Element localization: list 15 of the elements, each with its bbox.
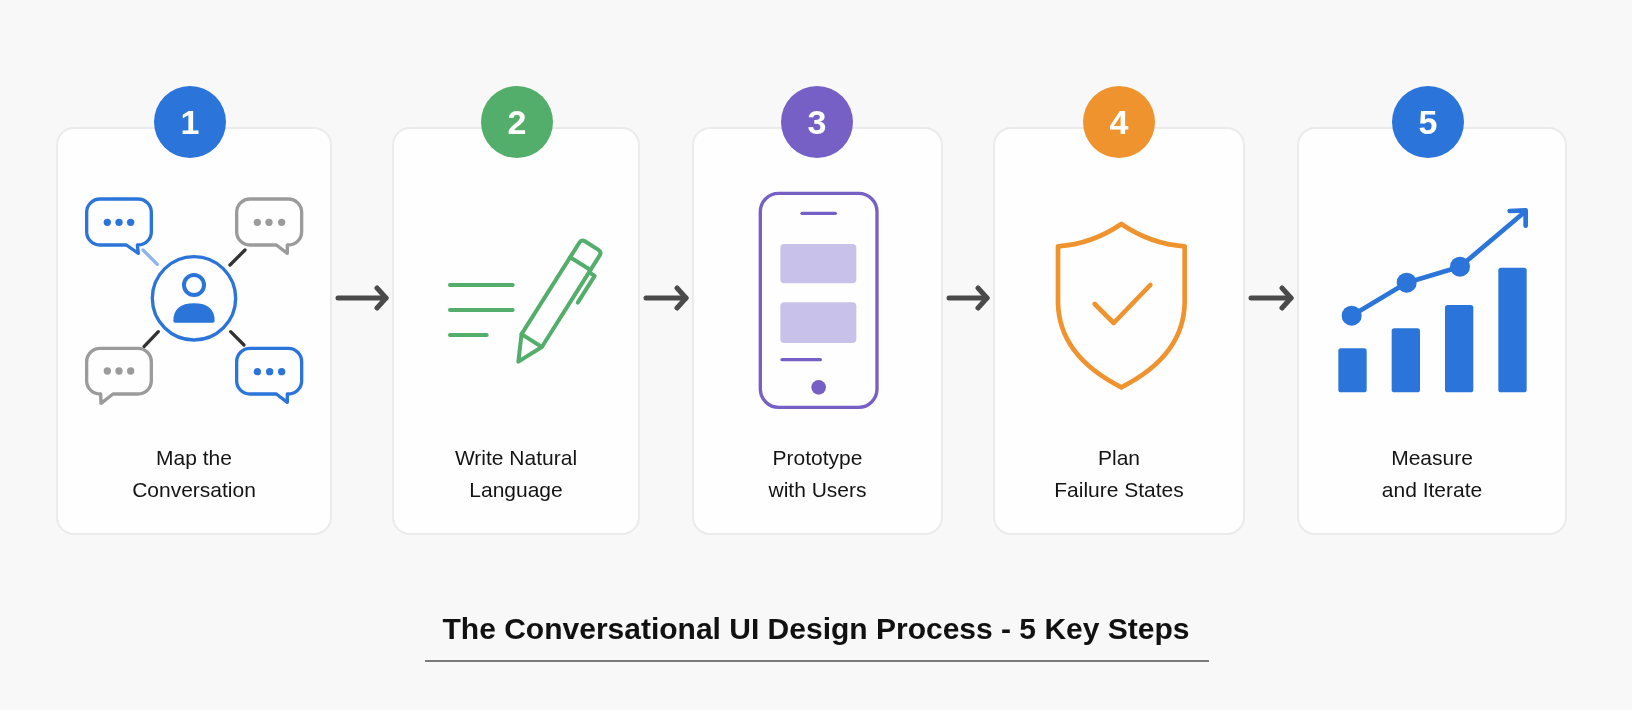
step-number-badge: 1 bbox=[154, 86, 226, 158]
step-label: Prototype with Users bbox=[768, 445, 867, 503]
arrow bbox=[1248, 285, 1294, 311]
step-label: Measure and Iterate bbox=[1381, 445, 1483, 503]
step-label: Map the Conversation bbox=[132, 445, 256, 503]
step-label: Plan Failure States bbox=[1054, 445, 1184, 503]
step-number-badge: 4 bbox=[1083, 86, 1155, 158]
step-number-badge: 5 bbox=[1392, 86, 1464, 158]
step-number-badge: 2 bbox=[481, 86, 553, 158]
arrow bbox=[643, 285, 689, 311]
step-number-badge: 3 bbox=[781, 86, 853, 158]
step-label: Write Natural Language bbox=[454, 445, 578, 503]
arrow bbox=[335, 285, 389, 311]
diagram-title: The Conversational UI Design Process - 5 Key Steps bbox=[442, 611, 1190, 647]
arrow bbox=[946, 285, 990, 311]
